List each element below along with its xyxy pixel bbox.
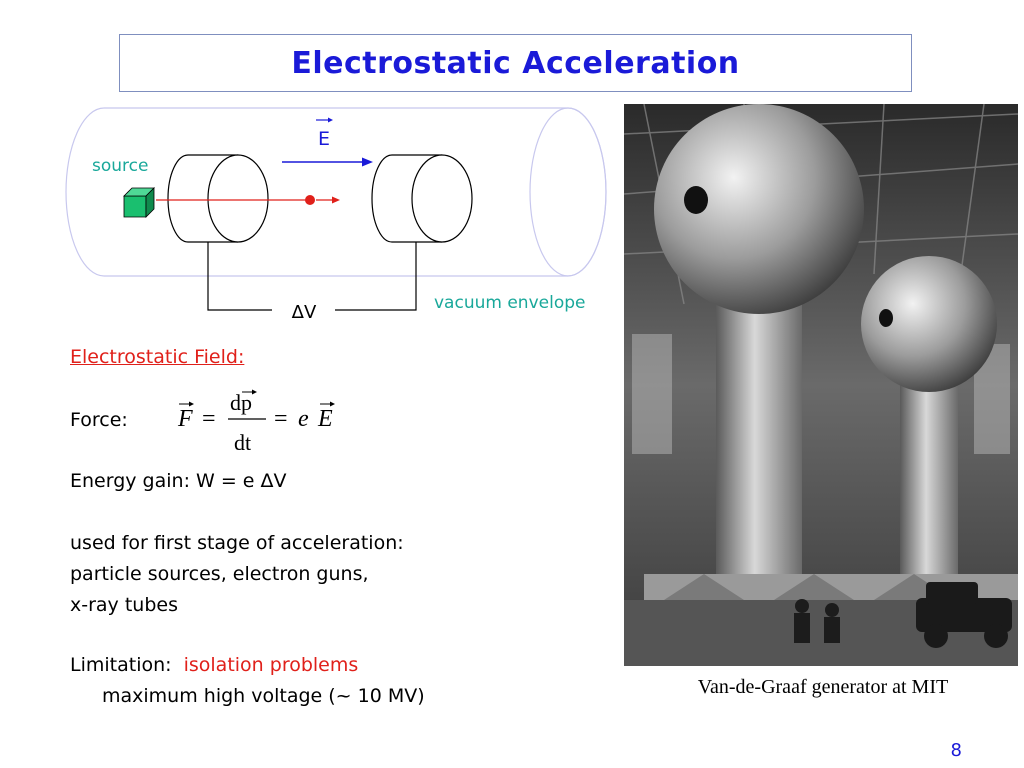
accelerator-diagram: E source ΔV vacuum envelope [65, 107, 607, 323]
right-electrode [371, 154, 473, 243]
left-wire [207, 242, 272, 311]
van-de-graaff-photo [624, 104, 1018, 666]
usage-line-2: particle sources, electron guns, [70, 563, 369, 585]
voltage-label: ΔV [292, 302, 317, 323]
formula-e: e [298, 406, 309, 432]
right-wire [335, 242, 417, 311]
formula-eq1: = [202, 406, 216, 432]
beam-arrowhead [332, 196, 340, 204]
section-heading: Electrostatic Field: [70, 346, 245, 368]
force-formula: F = dp dt = e E [177, 389, 335, 455]
source-label: source [92, 156, 148, 176]
vacuum-envelope [65, 107, 607, 277]
force-label: Force: [70, 409, 128, 431]
field-arrowhead [362, 157, 373, 167]
field-label: E [318, 128, 330, 150]
slide-title: Electrostatic Acceleration [291, 45, 740, 81]
usage-line-1: used for first stage of acceleration: [70, 532, 404, 554]
usage-line-3: x-ray tubes [70, 594, 178, 616]
page-number: 8 [950, 740, 962, 761]
source-cube [123, 187, 155, 218]
title-box: Electrostatic Acceleration [119, 34, 912, 92]
particle [305, 195, 315, 205]
formula-denominator: dt [234, 430, 251, 455]
limitation-detail: maximum high voltage (~ 10 MV) [102, 685, 425, 707]
left-electrode [167, 154, 269, 243]
formula-f: F [177, 406, 193, 432]
formula-E: E [317, 406, 333, 432]
limitation-label: Limitation: [70, 654, 172, 676]
envelope-label: vacuum envelope [434, 293, 585, 313]
formula-numerator: dp [230, 390, 252, 415]
photo-caption: Van-de-Graaf generator at MIT [697, 676, 949, 698]
limitation-line: Limitation: isolation problems [70, 654, 358, 676]
limitation-value: isolation problems [183, 654, 359, 676]
energy-gain-line: Energy gain: W = e ΔV [70, 470, 287, 492]
field-vector-head [328, 117, 333, 123]
formula-eq2: = [274, 406, 288, 432]
